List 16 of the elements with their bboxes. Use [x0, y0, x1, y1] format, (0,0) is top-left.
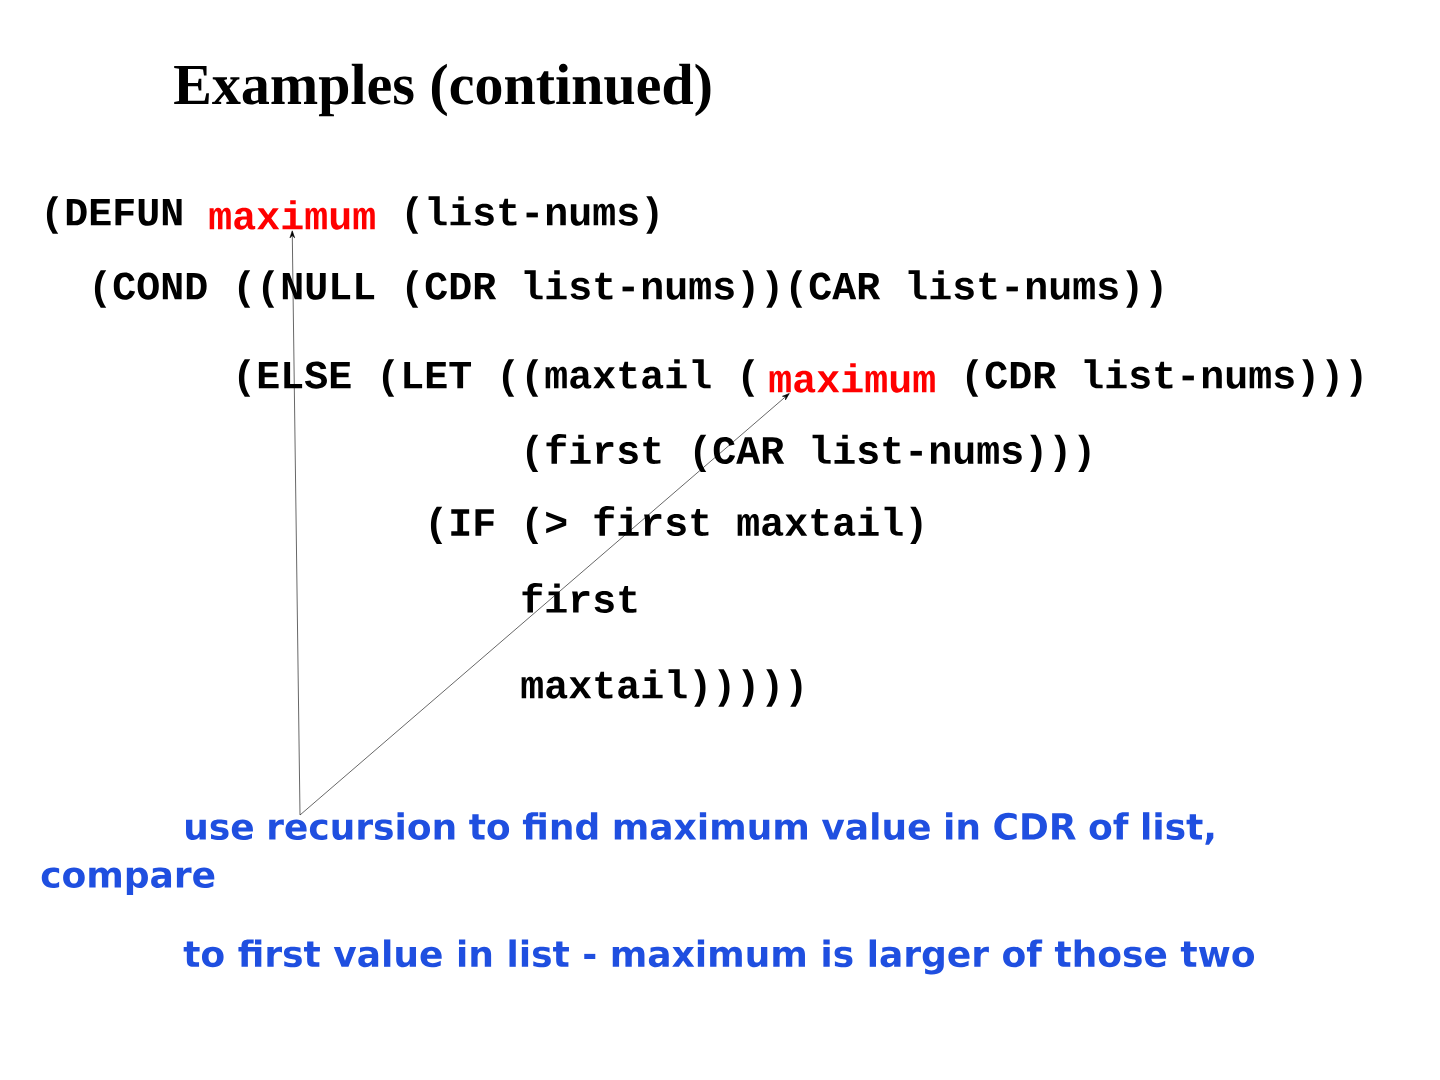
code-line: first — [522, 583, 637, 613]
arrow — [289, 230, 301, 816]
arrow — [299, 393, 790, 816]
code-line: (CDR list-nums))) — [966, 359, 1362, 397]
note-text: use recursion to find maximum value in CDR of list, compare — [41, 812, 1214, 896]
code-line: (COND ((NULL (CDR list-nums))(CAR list-nums)) — [94, 270, 1162, 308]
title: Examples (continued) — [174, 63, 711, 117]
code-line: (DEFUN — [46, 196, 182, 234]
code-keyword: maximum — [769, 363, 935, 393]
code-line: (list-nums) — [406, 196, 658, 234]
code-keyword: maximum — [209, 200, 375, 230]
code-line: (ELSE (LET ((maxtail ( — [238, 359, 755, 397]
note-text: to first value in list - maximum is larger of those two — [183, 939, 1255, 975]
code-line: (first (CAR list-nums))) — [526, 434, 1090, 472]
code-line: maxtail))))) — [521, 669, 802, 707]
code-line: (IF (> first maxtail) — [430, 506, 922, 544]
